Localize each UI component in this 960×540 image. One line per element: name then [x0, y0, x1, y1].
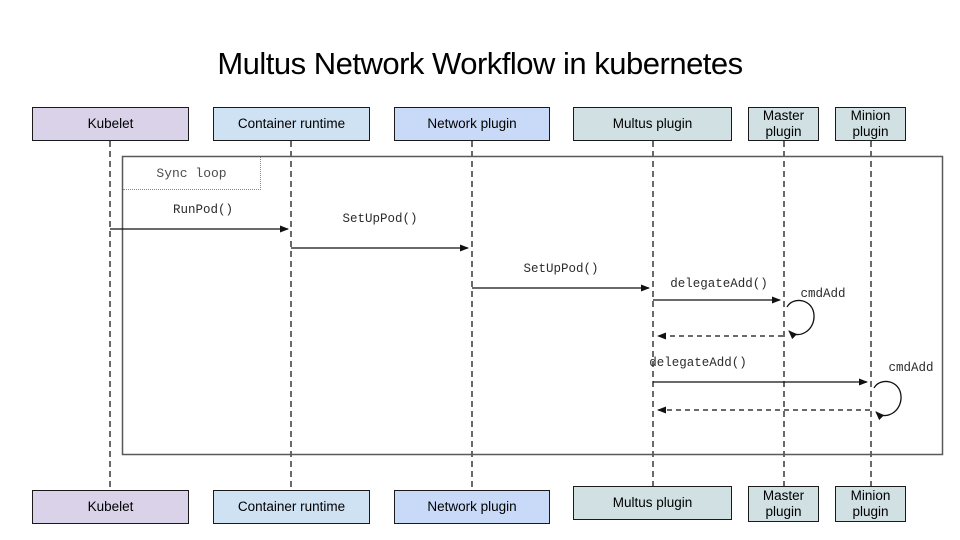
message-label-setuppod-2: SetUpPod() — [523, 262, 599, 276]
actor-box-container-runtime-bottom: Container runtime — [213, 490, 370, 524]
actor-box-multus-plugin-bottom: Multus plugin — [573, 486, 732, 520]
sync-loop-label: Sync loop — [123, 157, 261, 190]
actor-box-network-plugin-bottom: Network plugin — [394, 490, 550, 524]
self-loop-master — [786, 299, 815, 340]
message-label-cmdadd-2: cmdAdd — [888, 361, 934, 375]
actor-box-master-plugin-top: Master plugin — [748, 107, 819, 141]
actor-box-kubelet-bottom: Kubelet — [32, 490, 189, 524]
actor-box-container-runtime-top: Container runtime — [213, 107, 370, 141]
actor-box-minion-plugin-top: Minion plugin — [835, 107, 906, 141]
message-label-runpod: RunPod() — [172, 203, 234, 217]
page-title: Multus Network Workflow in kubernetes — [217, 46, 743, 81]
sequence-frame — [121, 155, 944, 456]
actor-box-minion-plugin-bottom: Minion plugin — [835, 486, 906, 522]
actor-box-network-plugin-top: Network plugin — [394, 107, 550, 141]
actor-box-master-plugin-bottom: Master plugin — [748, 486, 819, 522]
actor-box-multus-plugin-top: Multus plugin — [573, 107, 732, 141]
self-loop-minion — [873, 380, 902, 421]
message-label-delegateadd-2: delegateAdd() — [649, 356, 747, 370]
actor-box-kubelet-top: Kubelet — [32, 107, 189, 141]
message-label-setuppod-1: SetUpPod() — [342, 212, 418, 226]
message-label-delegateadd-1: delegateAdd() — [670, 277, 768, 291]
message-label-cmdadd-1: cmdAdd — [800, 287, 846, 301]
